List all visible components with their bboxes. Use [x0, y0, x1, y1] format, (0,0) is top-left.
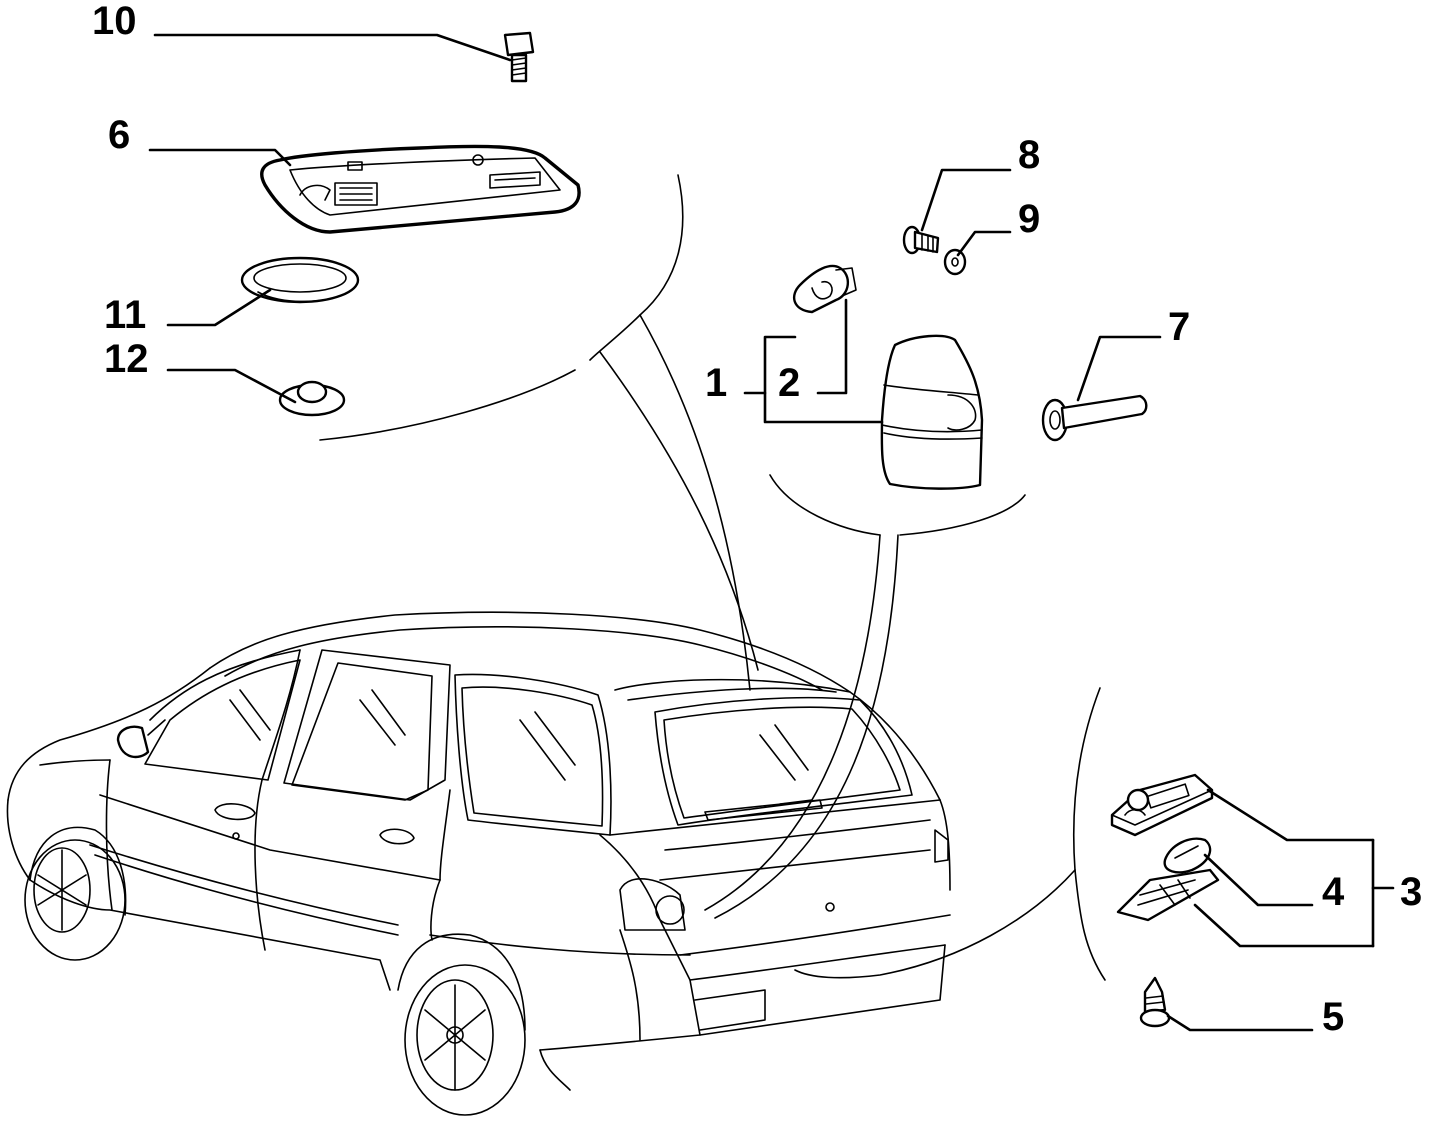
license-plate-light-3 — [1110, 773, 1214, 837]
callout-4: 4 — [1322, 870, 1345, 914]
washer-9 — [943, 248, 967, 276]
plate-light-base — [1116, 868, 1220, 922]
screw-5 — [1139, 976, 1171, 1028]
callout-2: 2 — [778, 361, 800, 405]
grommet-12 — [278, 380, 346, 417]
stud-7 — [1041, 394, 1148, 442]
detail-enclosure-lines — [319, 174, 1106, 981]
tail-light-1 — [880, 334, 984, 490]
callout-3: 3 — [1400, 870, 1422, 914]
callout-5: 5 — [1322, 995, 1344, 1039]
callout-6: 6 — [108, 113, 130, 157]
bulb-2 — [792, 264, 857, 314]
lens-4 — [1163, 837, 1212, 874]
callout-11: 11 — [104, 293, 146, 337]
leader-lines — [148, 33, 1395, 1032]
screw-8 — [902, 225, 940, 255]
callout-7: 7 — [1168, 305, 1190, 349]
callout-8: 8 — [1018, 133, 1040, 177]
callout-1: 1 — [705, 361, 727, 405]
gasket-11 — [240, 256, 360, 304]
callout-9: 9 — [1018, 197, 1040, 241]
callout-labels: 10 6 11 12 8 9 7 1 2 4 3 5 — [92, 0, 1422, 1039]
high-level-stop-light — [260, 144, 581, 234]
station-wagon-illustration — [6, 611, 951, 1116]
callout-12: 12 — [104, 337, 149, 381]
callout-10: 10 — [92, 0, 137, 43]
screw-10 — [503, 31, 535, 83]
